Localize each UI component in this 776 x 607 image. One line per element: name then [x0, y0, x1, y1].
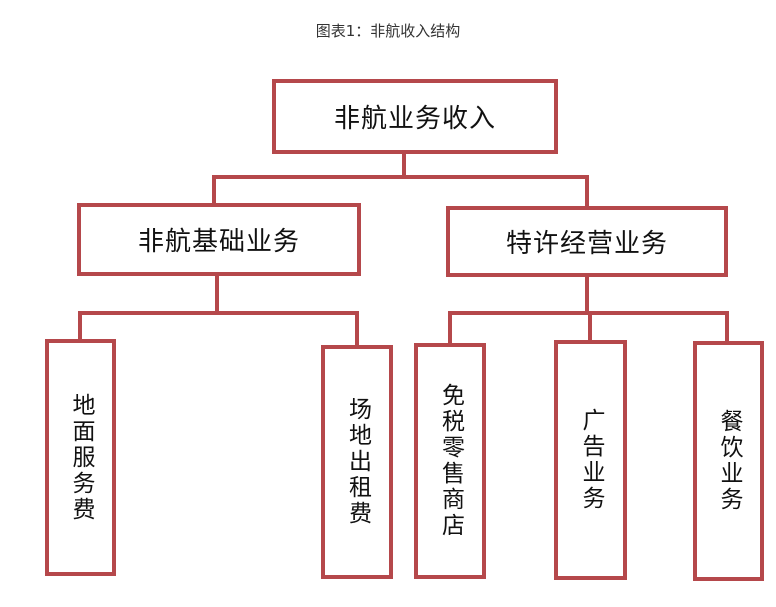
- branch-node-basic: 非航基础业务: [77, 203, 361, 276]
- root-node: 非航业务收入: [272, 79, 558, 154]
- diagram-caption: 图表1：非航收入结构: [315, 22, 461, 40]
- leaf-node-label: 场地出租费: [344, 397, 371, 527]
- leaf-node-site-rental: 场地出租费: [321, 345, 393, 579]
- leaf-node-ground-service: 地面服务费: [45, 339, 116, 576]
- leaf-node-duty-free: 免税零售商店: [414, 343, 486, 579]
- branch-node-basic-label: 非航基础业务: [137, 227, 300, 257]
- leaf-node-catering: 餐饮业务: [693, 341, 764, 581]
- root-node-label: 非航业务收入: [333, 104, 496, 134]
- branch-node-franchise-label: 特许经营业务: [505, 229, 668, 259]
- leaf-node-label: 地面服务费: [68, 392, 94, 523]
- leaf-node-label: 餐饮业务: [716, 409, 742, 513]
- branch-node-franchise: 特许经营业务: [446, 206, 728, 277]
- leaf-node-label: 免税零售商店: [437, 383, 464, 539]
- leaf-node-label: 广告业务: [578, 408, 604, 512]
- leaf-node-advertising: 广告业务: [554, 340, 627, 580]
